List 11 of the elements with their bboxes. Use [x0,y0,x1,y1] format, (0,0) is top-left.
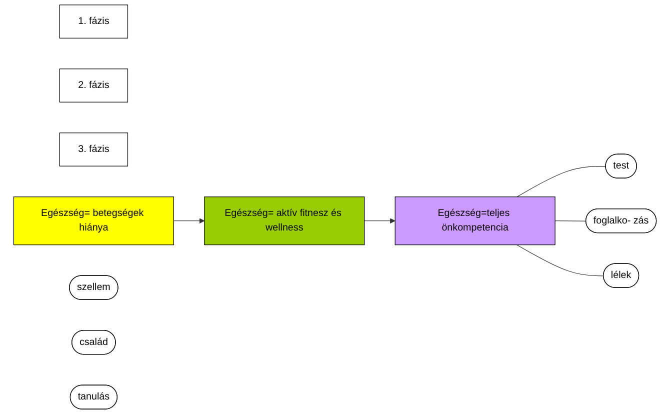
node-box: 2. fázis [59,68,128,102]
node-box: Egészség= betegségek hiánya [13,196,174,246]
connector [554,220,586,222]
node-box: 3. fázis [59,132,128,166]
node-box: Egészség= aktív fitnesz és wellness [204,196,365,246]
node-box: 1. fázis [59,4,128,38]
arrow [364,218,396,224]
connector [516,244,604,276]
connector [516,166,606,198]
arrow [173,218,205,224]
node-box: Egészség=teljes önkompetencia [394,196,556,246]
